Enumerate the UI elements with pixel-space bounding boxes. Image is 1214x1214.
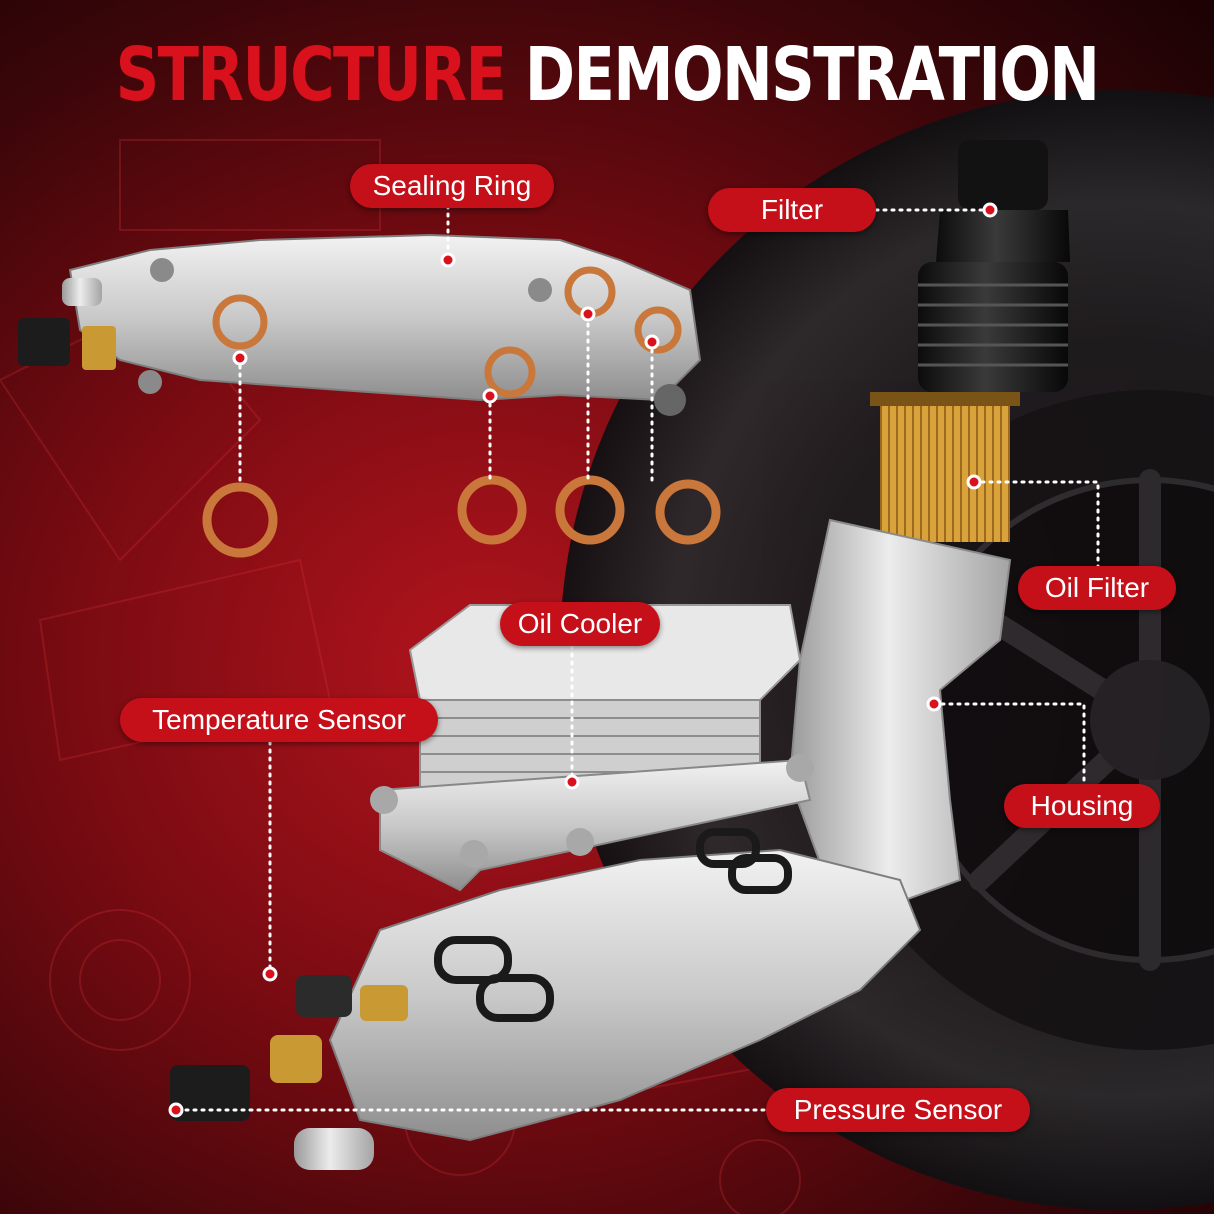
oil-cooler (370, 604, 814, 892)
callout-pressure-sensor: Pressure Sensor (766, 1088, 1030, 1132)
callout-temperature-sensor: Temperature Sensor (120, 698, 438, 742)
callout-housing: Housing (1004, 784, 1160, 828)
callout-oil-cooler: Oil Cooler (500, 602, 660, 646)
callout-oil-filter: Oil Filter (1018, 566, 1176, 610)
loose-sealing-rings (202, 475, 721, 558)
leader-lines (176, 204, 1100, 1112)
callout-dots (168, 202, 998, 1118)
title-part-red: STRUCTURE (115, 32, 507, 118)
oil-filter-element (870, 392, 1020, 542)
callout-filter: Filter (708, 188, 876, 232)
title-part-white: DEMONSTRATION (524, 32, 1100, 118)
sensor-parts (170, 975, 408, 1170)
lower-housing (170, 518, 1012, 1170)
upper-adapter-housing (18, 233, 702, 416)
filter-cap (918, 140, 1070, 392)
page-title: STRUCTURE DEMONSTRATION (109, 38, 1104, 112)
callout-sealing-ring: Sealing Ring (350, 164, 554, 208)
